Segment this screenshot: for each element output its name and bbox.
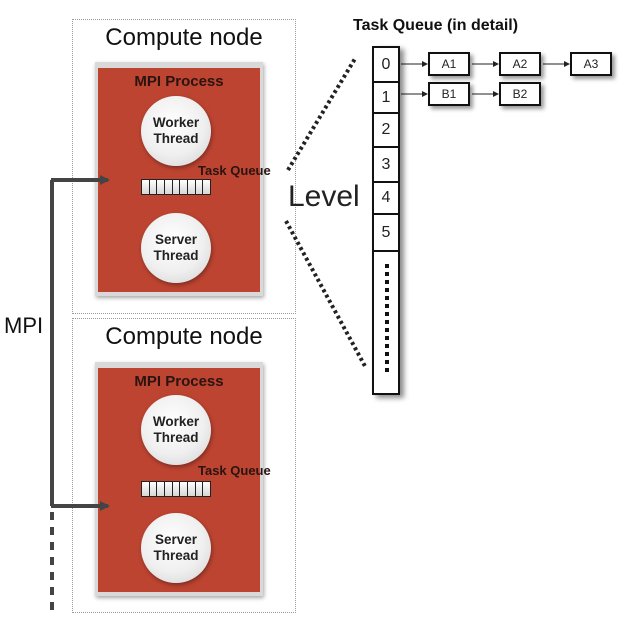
compute-node-1: Compute node [72,19,296,314]
level-cell-2: 2 [374,114,398,148]
level-column: 0 1 2 3 4 5 [372,46,400,395]
task-queue-label-1: Task Queue [198,163,271,178]
level-cell-4: 4 [374,183,398,215]
compute-node-title: Compute node [105,323,263,350]
level-cell-0: 0 [374,48,398,83]
server-thread-label-line1: Server [154,232,198,247]
server-thread-label-line2: Thread [153,248,199,263]
compute-node-2: Compute node [72,318,296,613]
ellipsis-dots-icon [385,264,389,372]
task-B1: B1 [428,82,470,106]
level-axis-label: Level [288,180,360,213]
server-thread-2: Server Thread [141,513,211,583]
worker-thread-2: Worker Thread [141,395,211,465]
task-queue-label-2: Task Queue [198,463,271,478]
zoom-line-bottom [284,220,368,369]
server-thread-1: Server Thread [141,213,211,283]
task-A1: A1 [428,52,470,76]
task-A2: A2 [499,52,541,76]
task-queue-detail-title: Task Queue (in detail) [353,17,519,34]
server-thread-label-line2: Thread [153,548,199,563]
server-thread-label-line1: Server [154,532,198,547]
task-queue-bar-1 [141,179,211,195]
mpi-process-title: MPI Process [134,373,224,390]
level-more-cell [374,252,398,393]
compute-node-title: Compute node [105,24,263,51]
worker-thread-label-line2: Thread [153,430,199,445]
worker-thread-1: Worker Thread [141,96,211,166]
worker-thread-label-line2: Thread [153,131,199,146]
mpi-process-title: MPI Process [134,73,224,90]
level-cell-1: 1 [374,83,398,114]
mpi-label: MPI [4,313,44,338]
worker-thread-label-line1: Worker [152,414,200,429]
task-B2: B2 [499,82,541,106]
task-queue-bar-2 [141,481,211,497]
level-cell-5: 5 [374,215,398,252]
zoom-line-top [286,55,358,172]
level-cell-3: 3 [374,148,398,183]
worker-thread-label-line1: Worker [152,115,200,130]
task-A3: A3 [570,52,612,76]
